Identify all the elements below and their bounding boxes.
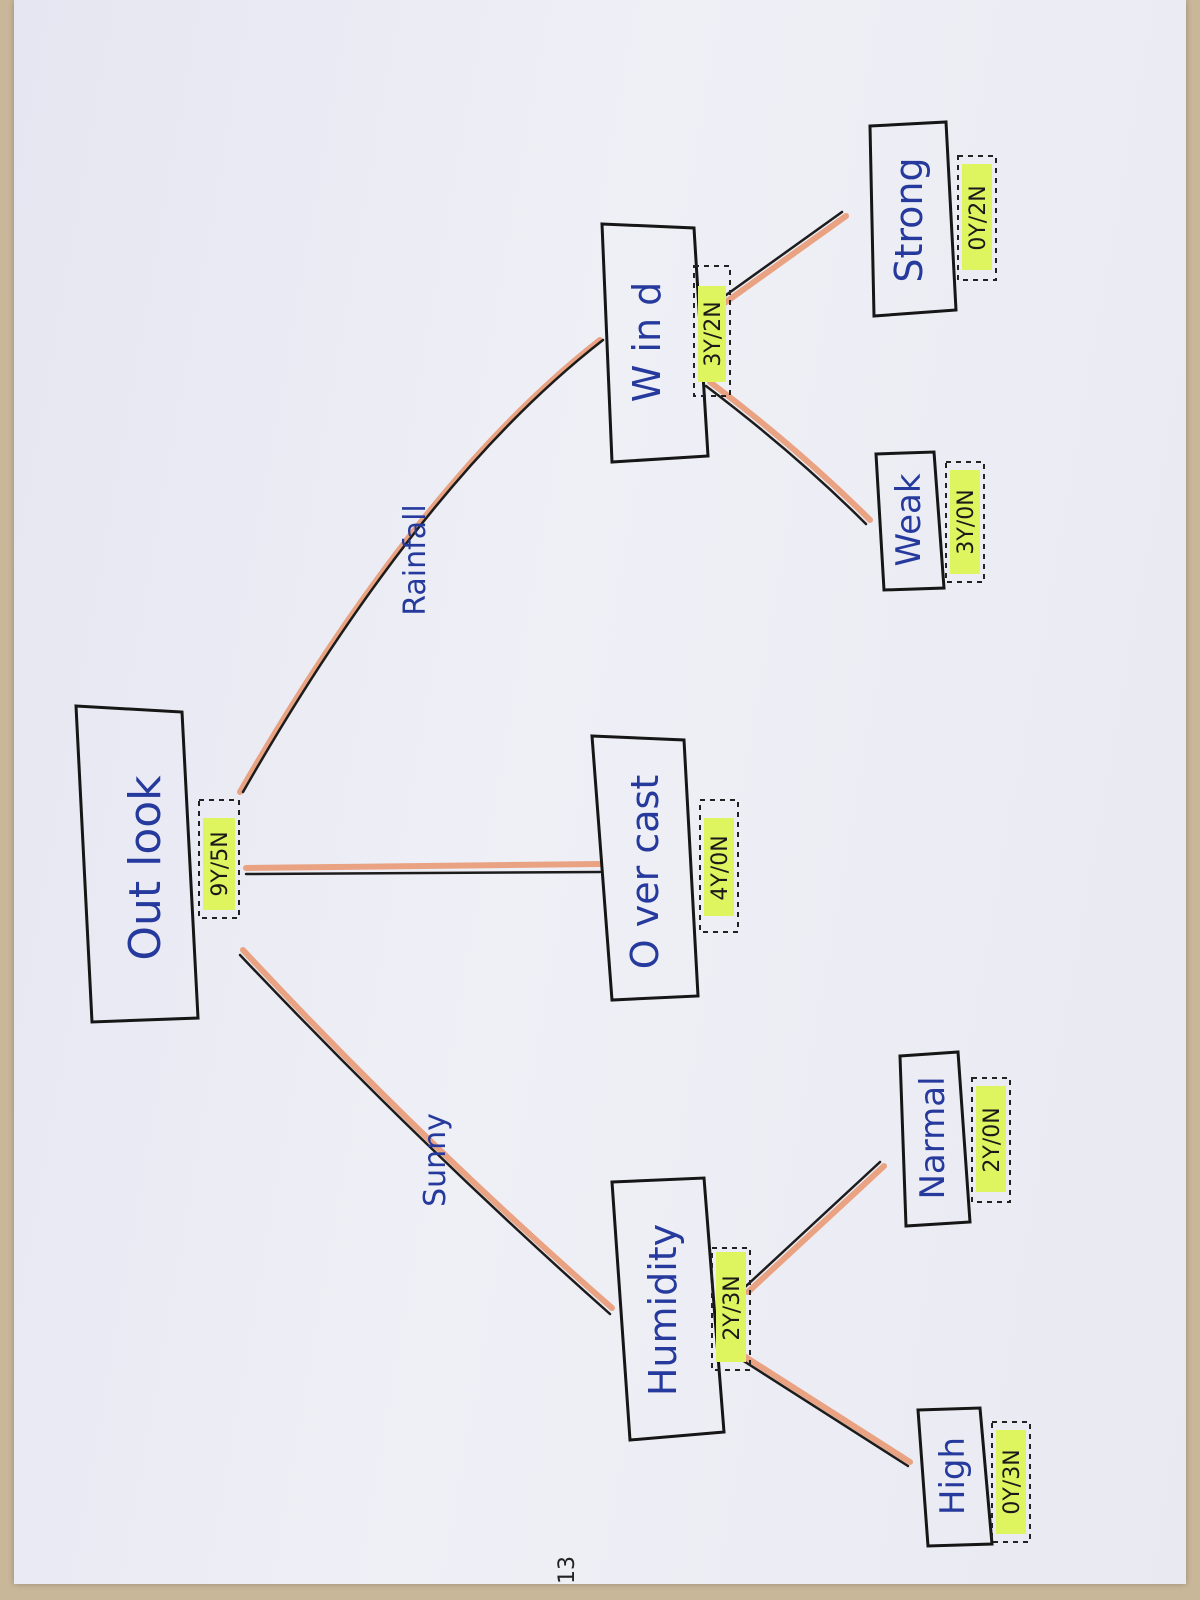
edge-outlook-sunny xyxy=(238,947,615,1316)
leaf-strong-counts: 0Y/2N xyxy=(957,155,997,281)
leaf-strong-label: Strong xyxy=(887,157,931,282)
branch-label-rainfall: Rainfall xyxy=(398,504,433,616)
edges xyxy=(237,210,913,1468)
svg-text:0Y/2N: 0Y/2N xyxy=(966,185,991,250)
node-outlook-label: Out look xyxy=(120,775,171,961)
leaf-high-label: High xyxy=(933,1437,973,1515)
svg-text:4Y/0N: 4Y/0N xyxy=(708,835,733,900)
leaf-strong: Strong 0Y/2N xyxy=(868,120,997,318)
svg-text:3Y/2N: 3Y/2N xyxy=(701,301,726,366)
node-overcast-label: O ver cast xyxy=(623,775,667,969)
leaf-normal: Narmal 2Y/0N xyxy=(898,1050,1011,1228)
node-wind-label: W in d xyxy=(625,282,669,403)
branch-label-sunny: Sunny xyxy=(418,1113,453,1207)
page-number: 13 xyxy=(555,1556,580,1584)
leaf-weak-label: Weak xyxy=(889,473,929,566)
edge-outlook-rainfall xyxy=(237,337,605,795)
edge-humidity-normal xyxy=(742,1160,887,1295)
node-humidity: Humidity 2Y/3N xyxy=(610,1176,751,1442)
node-humidity-label: Humidity xyxy=(641,1224,685,1396)
edge-outlook-overcast xyxy=(243,861,603,876)
node-overcast: O ver cast 4Y/0N xyxy=(590,734,739,1002)
node-wind-counts: 3Y/2N xyxy=(693,265,731,397)
node-outlook-counts: 9Y/5N xyxy=(198,799,240,919)
svg-text:0Y/3N: 0Y/3N xyxy=(1000,1449,1025,1514)
svg-text:2Y/3N: 2Y/3N xyxy=(720,1275,745,1340)
svg-text:3Y/0N: 3Y/0N xyxy=(954,489,979,554)
node-overcast-counts: 4Y/0N xyxy=(699,799,739,933)
leaf-high-counts: 0Y/3N xyxy=(991,1421,1031,1543)
leaf-normal-label: Narmal xyxy=(913,1076,953,1199)
edge-wind-strong xyxy=(706,210,849,315)
svg-text:9Y/5N: 9Y/5N xyxy=(208,831,233,896)
edge-humidity-high xyxy=(740,1353,913,1468)
edge-wind-weak xyxy=(704,379,873,526)
leaf-normal-counts: 2Y/0N xyxy=(971,1077,1011,1203)
leaf-high: High 0Y/3N xyxy=(916,1406,1031,1548)
node-wind: W in d 3Y/2N xyxy=(600,222,731,464)
leaf-weak-counts: 3Y/0N xyxy=(945,461,985,583)
leaf-weak: Weak 3Y/0N xyxy=(874,450,985,592)
node-outlook: Out look 9Y/5N xyxy=(74,704,240,1024)
svg-text:2Y/0N: 2Y/0N xyxy=(980,1107,1005,1172)
node-humidity-counts: 2Y/3N xyxy=(711,1247,751,1371)
